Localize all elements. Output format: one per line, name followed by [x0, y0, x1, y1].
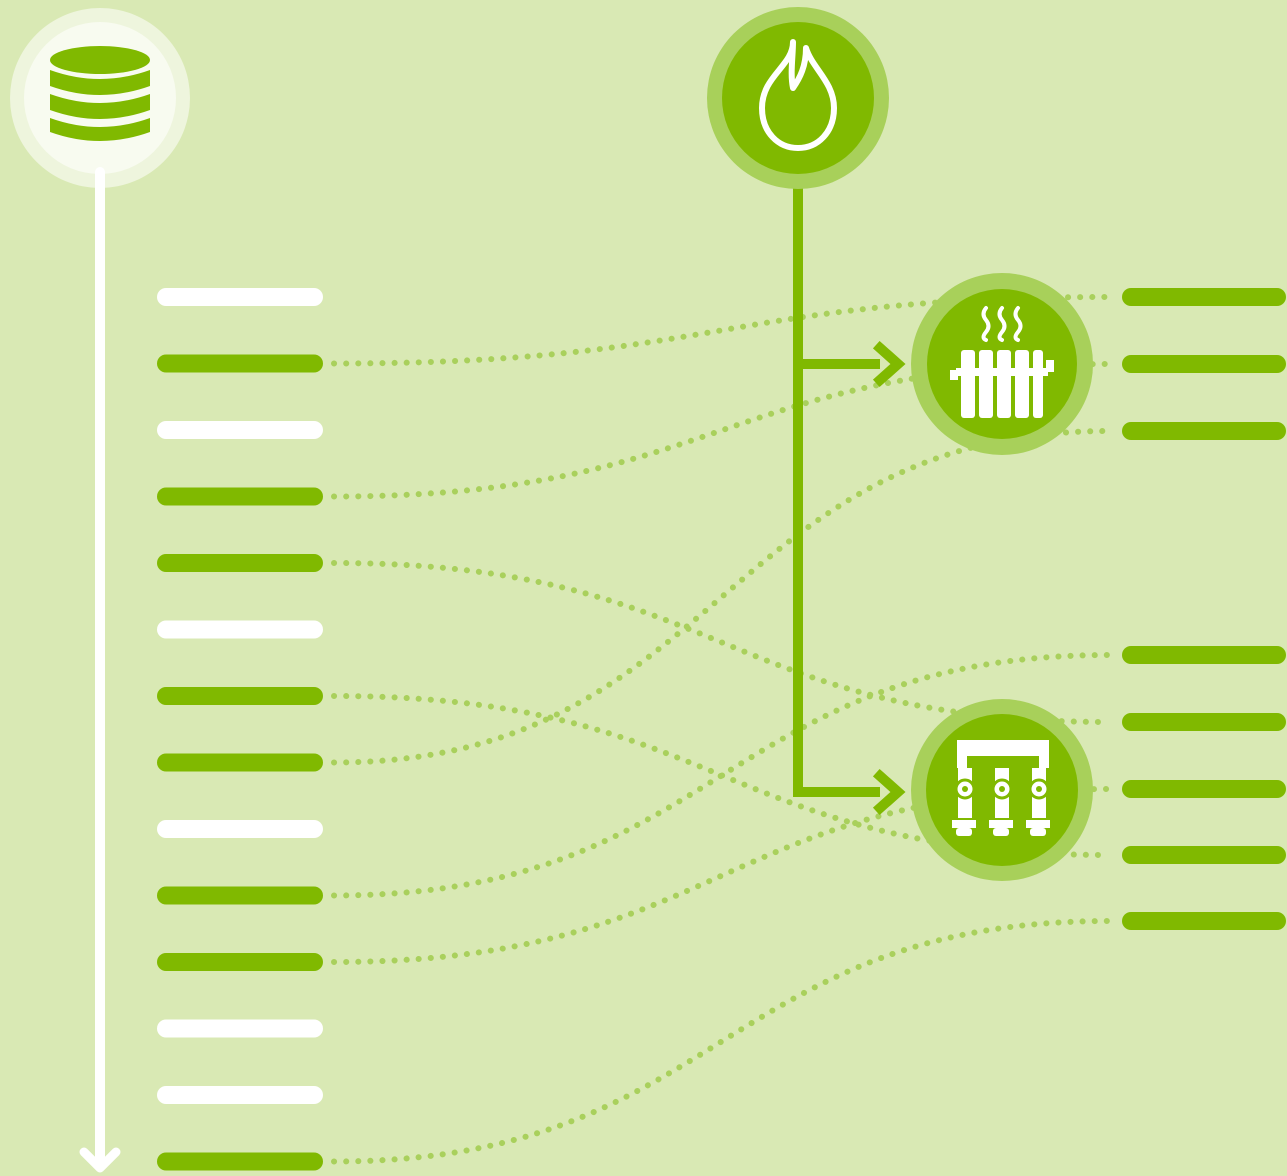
dotted-connector-5	[331, 428, 1113, 766]
arrow-to-manifold	[872, 768, 906, 816]
heating-node	[911, 273, 1093, 455]
manifold-node	[911, 699, 1093, 881]
timeline-arrow	[79, 167, 121, 1173]
dotted-connector-6	[331, 652, 1113, 899]
radiator-icon	[950, 306, 1054, 418]
database-node	[10, 8, 190, 188]
dotted-connector-1	[331, 294, 1113, 367]
valve-manifold-icon	[952, 740, 1050, 836]
dotted-connector-8	[331, 918, 1113, 1165]
flame-icon	[759, 39, 837, 151]
fuel-node	[707, 7, 889, 189]
left-bar-column	[157, 288, 323, 1171]
right-bar-column	[1122, 288, 1286, 930]
database-node-core	[24, 22, 176, 174]
arrow-to-heating	[872, 340, 906, 388]
database-icon	[50, 46, 150, 141]
dotted-connector-2	[331, 361, 1113, 500]
fuel-flow	[793, 170, 906, 816]
